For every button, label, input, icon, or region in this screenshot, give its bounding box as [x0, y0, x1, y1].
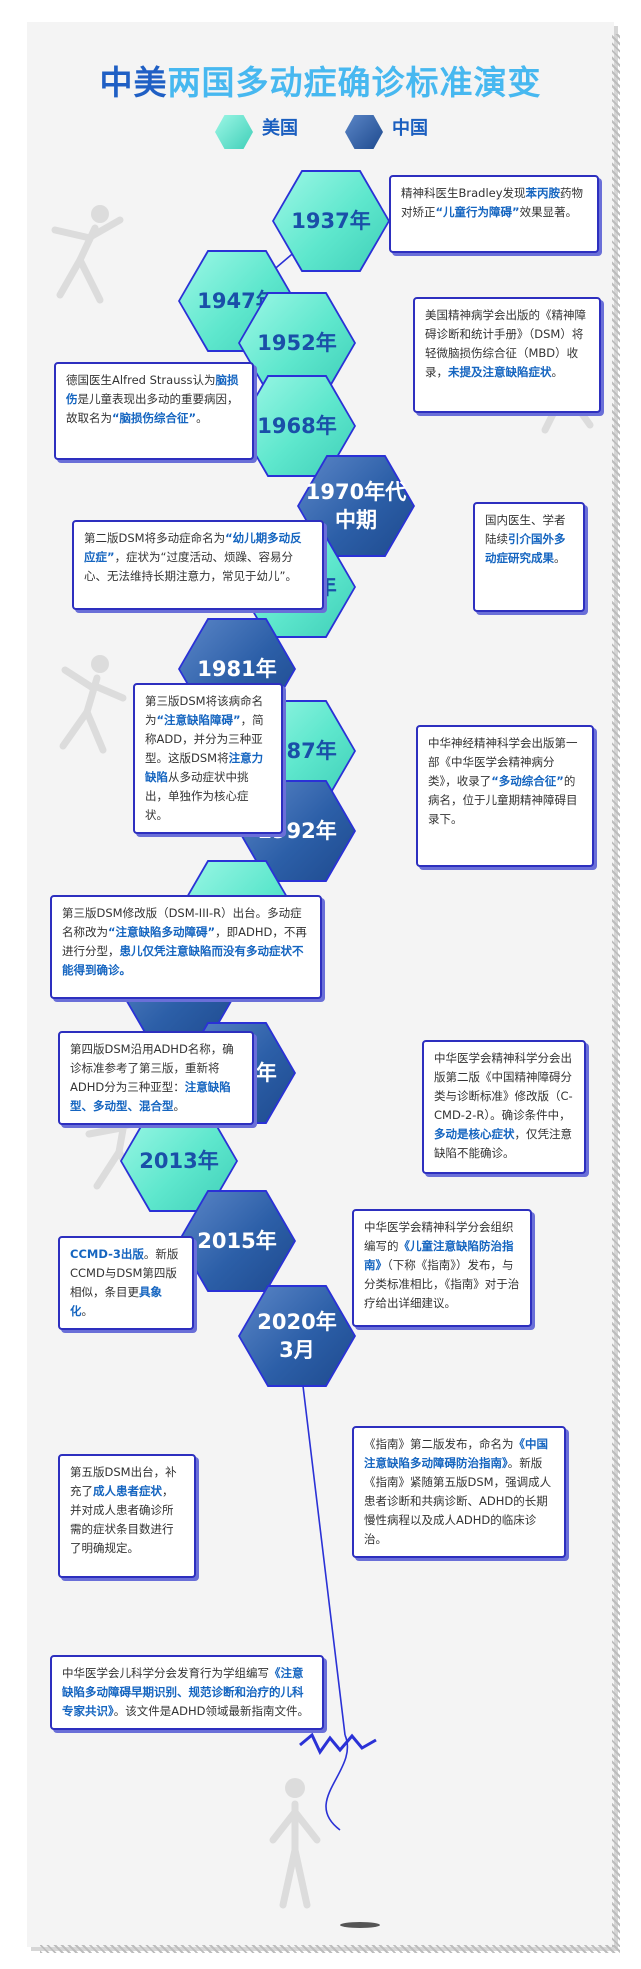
event-text: 美国精神病学会出版的《精神障碍诊断和统计手册》（DSM）将轻微脑损伤综合征（MB… — [425, 308, 586, 379]
event-card: 第四版DSM沿用ADHD名称，确诊标准参考了第三版，重新将ADHD分为三种亚型：… — [58, 1031, 254, 1125]
event-text: 中华医学会精神科学分会组织编写的 — [364, 1220, 514, 1253]
event-text-highlight: “脑损伤综合征” — [112, 411, 197, 425]
dancer-silhouette-icon — [51, 205, 124, 304]
legend-us-label: 美国 — [262, 118, 298, 139]
event-text: ，症状为“过度活动、烦躁、容易分心、无法维持长期注意力，常见于幼儿”。 — [84, 550, 297, 583]
event-text: 。 — [196, 411, 208, 425]
dancer-silhouette-icon — [269, 1778, 321, 1909]
event-card: 中华医学会儿科学分会发育行为学组编写《注意缺陷多动障碍早期识别、规范诊断和治疗的… — [50, 1655, 324, 1730]
event-text-highlight: 多动是核心症状 — [434, 1127, 515, 1141]
event-text: 第四版DSM沿用ADHD名称，确诊标准参考了第三版，重新将ADHD分为三种亚型： — [70, 1042, 234, 1094]
event-text-highlight: “儿童行为障碍” — [435, 205, 520, 219]
event-text: ，仅凭注意缺陷不能确诊。 — [434, 1127, 572, 1160]
event-text-highlight: 脑损伤 — [66, 373, 239, 406]
event-card: 美国精神病学会出版的《精神障碍诊断和统计手册》（DSM）将轻微脑损伤综合征（MB… — [413, 297, 601, 413]
event-text-highlight: 具象化 — [70, 1285, 162, 1318]
event-text: ，简称ADD，并分为三种亚型。这版DSM将 — [145, 713, 264, 765]
event-text-highlight: 注意力缺陷 — [145, 751, 264, 784]
event-card: 第三版DSM修改版（DSM-III-R）出台。多动症名称改为“注意缺陷多动障碍”… — [50, 895, 322, 999]
event-text: 。新版CCMD与DSM第四版相似，条目更 — [70, 1247, 179, 1299]
event-text: 中华医学会精神科学分会出版第二版《中国精神障碍分类与诊断标准》修改版（C-CMD… — [434, 1051, 573, 1122]
timeline-year-label: 2015年 — [197, 1229, 277, 1253]
timeline-hexagon-cn — [240, 1287, 354, 1385]
timeline-year-label: 2020年 3月 — [257, 1310, 337, 1362]
timeline-year-label: 1937年 — [291, 209, 371, 233]
event-text: 《指南》第二版发布，命名为 — [364, 1437, 514, 1451]
event-text: 。 — [173, 1099, 186, 1113]
event-text-highlight: 《儿童注意缺陷防治指南》 — [364, 1239, 514, 1272]
event-text: 。该文件是ADHD领域最新指南文件。 — [113, 1704, 309, 1718]
event-card: 中华神经精神科学会出版第一部《中华医学会精神病分类》，收录了“多动综合征”的病名… — [416, 725, 594, 867]
event-text: 国内医生、学者陆续 — [485, 513, 566, 546]
event-text: 第五版DSM出台，补充了 — [70, 1465, 177, 1498]
event-text-highlight: “注意缺陷障碍” — [156, 713, 241, 727]
event-text: 药物对矫正 — [401, 186, 584, 219]
event-text: 精神科医生Bradley发现 — [401, 186, 526, 200]
event-text: 第三版DSM修改版（DSM-III-R）出台。多动症名称改为 — [62, 906, 302, 939]
timeline-year-label: 1981年 — [197, 657, 277, 681]
event-text-highlight: 未提及注意缺陷症状 — [448, 365, 552, 379]
event-text: 。 — [81, 1304, 94, 1318]
title-part-1: 中美 — [99, 63, 168, 102]
event-text-highlight: 《中国注意缺陷多动障碍防治指南》 — [364, 1437, 548, 1470]
event-text-highlight: 《注意缺陷多动障碍早期识别、规范诊断和治疗的儿科专家共识》 — [62, 1666, 304, 1718]
timeline-year-label: 1968年 — [257, 414, 337, 438]
timeline-year-label: 1970年代 中期 — [305, 480, 407, 532]
event-text: 德国医生Alfred Strauss认为 — [66, 373, 216, 387]
event-text: 。新版《指南》紧随第五版DSM，强调成人患者诊断和共病诊断、ADHD的长期慢性病… — [364, 1456, 552, 1546]
event-card: 《指南》第二版发布，命名为《中国注意缺陷多动障碍防治指南》。新版《指南》紧随第五… — [352, 1426, 566, 1558]
event-text: ，并对成人患者确诊所需的症状条目数进行了明确规定。 — [70, 1484, 174, 1555]
event-text: （下称《指南》）发布，与分类标准相比，《指南》对于治疗给出详细建议。 — [364, 1258, 520, 1310]
event-card: 德国医生Alfred Strauss认为脑损伤是儿童表现出多动的重要病因，故取名… — [54, 362, 254, 460]
event-text: 效果显著。 — [519, 205, 578, 219]
event-card: CCMD-3出版。新版CCMD与DSM第四版相似，条目更具象化。 — [58, 1236, 194, 1330]
event-text-highlight: “注意缺陷多动障碍” — [108, 925, 216, 939]
event-text: ，即ADHD，不再进行分型， — [62, 925, 307, 958]
dancer-silhouette-icon — [59, 655, 127, 754]
event-text-highlight: “多动综合征” — [491, 774, 564, 788]
event-text: 中华神经精神科学会出版第一部《中华医学会精神病分类》，收录了 — [428, 736, 578, 788]
timeline-hexagon-cn — [180, 1192, 294, 1290]
event-text: 。 — [554, 551, 566, 565]
event-text: 从多动症状中挑出，单独作为核心症状。 — [145, 770, 249, 822]
event-text-highlight: 注意缺陷型、多动型、混合型 — [70, 1080, 231, 1113]
event-card: 中华医学会精神科学分会组织编写的《儿童注意缺陷防治指南》（下称《指南》）发布，与… — [352, 1209, 532, 1327]
event-text-highlight: 成人患者症状 — [93, 1484, 162, 1498]
event-text: 第二版DSM将多动症命名为 — [84, 531, 226, 545]
event-card: 第五版DSM出台，补充了成人患者症状，并对成人患者确诊所需的症状条目数进行了明确… — [58, 1454, 196, 1578]
event-text: 是儿童表现出多动的重要病因，故取名为 — [66, 392, 239, 425]
event-text-highlight: 引介国外多动症研究成果 — [485, 532, 566, 565]
legend-cn-swatch — [345, 115, 383, 149]
event-text-highlight: CCMD-3出版 — [70, 1247, 144, 1261]
right-stripe-border — [612, 34, 620, 1947]
bottom-stripe-border — [40, 1945, 620, 1953]
event-text-highlight: 患儿仅凭注意缺陷而没有多动症状不能得到确诊。 — [62, 944, 304, 977]
timeline-year-label: 2013年 — [139, 1149, 219, 1173]
page-title: 中美两国多动症确诊标准演变 — [0, 56, 641, 104]
title-part-2: 两国多动症确诊标准演变 — [167, 63, 542, 102]
legend-cn-label: 中国 — [392, 118, 428, 139]
event-text-highlight: “幼儿期多动反应症” — [84, 531, 302, 564]
event-card: 中华医学会精神科学分会出版第二版《中国精神障碍分类与诊断标准》修改版（C-CMD… — [422, 1040, 586, 1174]
event-text-highlight: 苯丙胺 — [525, 186, 561, 200]
event-text: 。 — [551, 365, 564, 379]
event-card: 第二版DSM将多动症命名为“幼儿期多动反应症”，症状为“过度活动、烦躁、容易分心… — [72, 520, 324, 610]
event-text: 第三版DSM将该病命名为 — [145, 694, 264, 727]
event-card: 国内医生、学者陆续引介国外多动症研究成果。 — [473, 502, 585, 612]
timeline-year-label: 1952年 — [257, 331, 337, 355]
event-card: 第三版DSM将该病命名为“注意缺陷障碍”，简称ADD，并分为三种亚型。这版DSM… — [133, 683, 283, 834]
event-text: 中华医学会儿科学分会发育行为学组编写 — [62, 1666, 269, 1680]
event-card: 精神科医生Bradley发现苯丙胺药物对矫正“儿童行为障碍”效果显著。 — [389, 175, 599, 253]
event-text: 的病名，位于儿童期精神障碍目录下。 — [428, 774, 578, 826]
